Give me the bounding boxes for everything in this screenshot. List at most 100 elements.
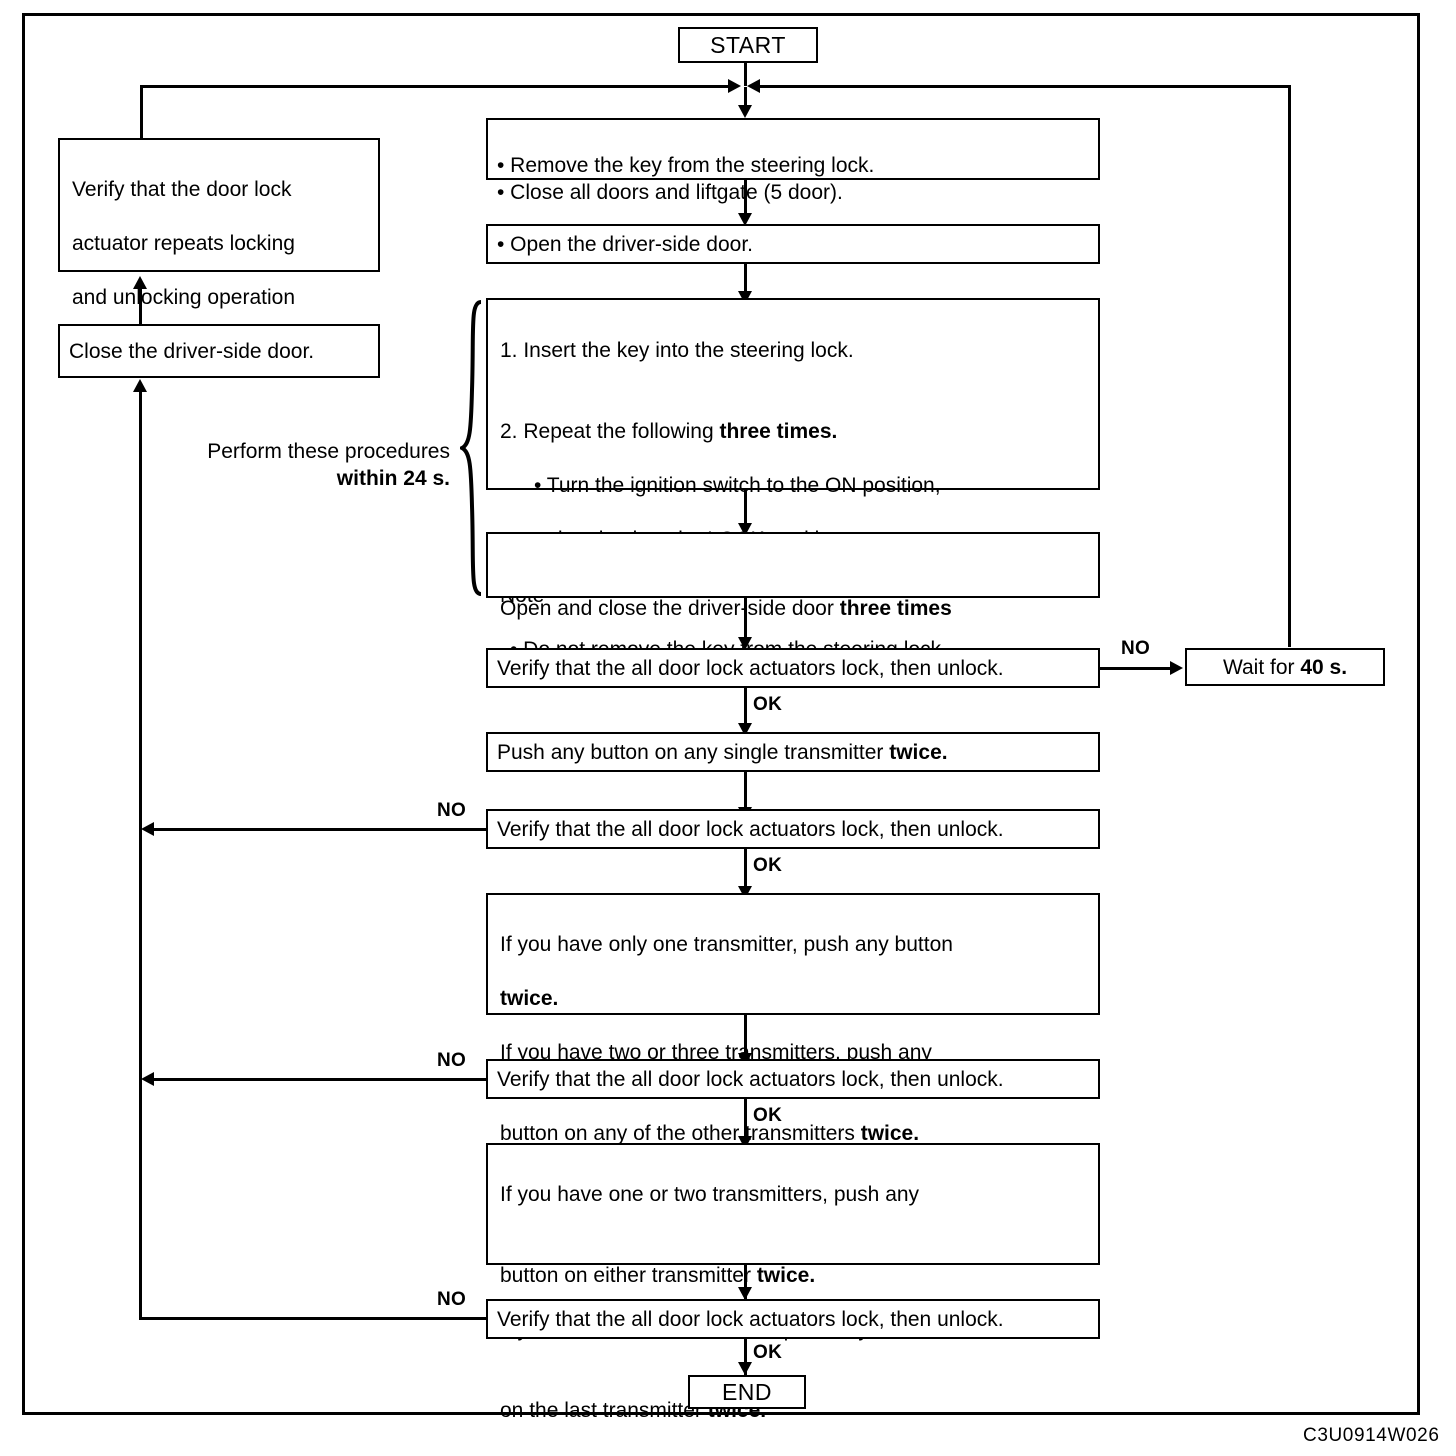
transmitter-2-line-4-text: on the last transmitter <box>500 1399 708 1422</box>
key-sequence-line-2-emphasis: three times. <box>719 420 838 443</box>
node-verify-actuators-1: Verify that the all door lock actuators … <box>486 648 1100 688</box>
edge-verify4-no-to-left-bus <box>139 1317 486 1320</box>
verify-actuators-2-label: Verify that the all door lock actuators … <box>497 817 1004 841</box>
verify-actuators-3-label: Verify that the all door lock actuators … <box>497 1067 1004 1091</box>
edge-return-bus-left-down <box>140 85 143 140</box>
arrowhead-into-verify-repeat <box>133 276 147 289</box>
edge-openclose-to-verify1 <box>744 598 747 644</box>
key-sequence-line-2-text: 2. Repeat the following <box>500 420 720 443</box>
edge-verify1-no-to-wait40 <box>1100 667 1172 670</box>
node-end-label: END <box>721 1378 773 1405</box>
label-ok-1: OK <box>753 694 783 715</box>
edge-verify1-ok-to-push-single <box>744 688 747 730</box>
label-no-4: NO <box>437 1289 467 1310</box>
edge-verify3-ok-to-block2 <box>744 1099 747 1143</box>
wait-40s-text: Wait for <box>1222 655 1301 679</box>
arrowhead-into-open-driver-door <box>738 213 752 226</box>
arrowhead-into-wait40 <box>1170 661 1183 675</box>
transmitter-1-line-4-emphasis: twice. <box>860 1122 920 1145</box>
brace-procedure-group <box>460 300 486 596</box>
edge-start-to-junction <box>744 63 747 86</box>
arrowhead-return-right-into-main <box>747 79 760 93</box>
label-no-1: NO <box>1121 638 1151 659</box>
open-close-line-1: Open and close the driver-side door thre… <box>500 568 1086 622</box>
node-open-close-three-times: Open and close the driver-side door thre… <box>486 532 1100 674</box>
open-close-line-1-emphasis: three times <box>839 597 952 620</box>
edge-close-to-verifyrepeat <box>139 289 142 324</box>
label-ok-2: OK <box>753 855 783 876</box>
transmitter-2-line-2-emphasis: twice. <box>756 1264 816 1287</box>
edge-block1-to-verify3 <box>744 1015 747 1059</box>
verify-actuators-4-label: Verify that the all door lock actuators … <box>497 1307 1004 1331</box>
key-sequence-line-1: 1. Insert the key into the steering lock… <box>500 339 854 362</box>
node-transmitter-instructions-2: If you have one or two transmitters, pus… <box>486 1143 1100 1422</box>
node-start-label: START <box>710 31 786 58</box>
arrowhead-into-verify-4 <box>738 1287 752 1300</box>
edge-left-return-bus <box>139 392 142 1318</box>
label-no-3: NO <box>437 1050 467 1071</box>
edge-pushsingle-to-verify2 <box>744 772 747 814</box>
figure-reference-code: C3U0914W026 <box>1303 1425 1440 1446</box>
node-start: START <box>678 27 818 63</box>
node-open-driver-door: • Open the driver-side door. <box>486 224 1100 264</box>
edge-verify2-ok-to-block1 <box>744 849 747 893</box>
perform-line-2: within 24 s. <box>336 467 450 490</box>
push-single-label: Push any button on any single transmitte… <box>497 739 948 766</box>
open-driver-door-label: • Open the driver-side door. <box>497 232 753 256</box>
verify-repeat-line-1: Verify that the door lock <box>72 178 292 201</box>
push-single-text: Push any button on any single transmitte… <box>497 740 890 764</box>
key-sequence-line-2: 2. Repeat the following three times. <box>500 391 1086 445</box>
verify-actuators-1-label: Verify that the all door lock actuators … <box>497 656 1004 680</box>
edge-verify4-ok-to-end <box>744 1339 747 1375</box>
edge-step2-to-step3 <box>744 264 747 300</box>
edge-return-bus-right <box>760 85 1290 88</box>
key-sequence-line-3: • Turn the ignition switch to the ON pos… <box>534 474 941 497</box>
label-ok-3: OK <box>753 1105 783 1126</box>
node-transmitter-instructions-1: If you have only one transmitter, push a… <box>486 893 1100 1145</box>
diagram-outer-frame <box>22 13 1420 1415</box>
edge-verify3-no-to-left-bus <box>152 1078 486 1081</box>
annotation-perform-within-24s: Perform these procedures within 24 s. <box>150 438 450 492</box>
verify-repeat-line-2: actuator repeats locking <box>72 232 295 255</box>
node-end: END <box>688 1375 806 1409</box>
verify-repeat-line-3: and unlocking operation <box>72 286 296 309</box>
edge-wait40-up-to-bus <box>1288 85 1291 647</box>
transmitter-2-line-2: button on either transmitter twice. <box>500 1235 1086 1289</box>
node-wait-40s: Wait for 40 s. <box>1185 648 1385 686</box>
wait-40s-label: Wait for 40 s. <box>1223 654 1347 681</box>
node-verify-repeat-twice: Verify that the door lock actuator repea… <box>58 138 380 363</box>
transmitter-2-line-1: If you have one or two transmitters, pus… <box>500 1183 920 1206</box>
edge-junction-to-step1 <box>744 87 747 109</box>
transmitter-1-line-2: twice. <box>500 987 559 1010</box>
node-remove-key-close-doors: • Remove the key from the steering lock.… <box>486 118 1100 204</box>
transmitter-1-line-4: button on any of the other transmitters … <box>500 1093 1086 1147</box>
arrowhead-into-verify-1 <box>738 637 752 650</box>
arrowhead-into-end <box>738 1362 752 1375</box>
transmitter-2-line-2-text: button on either transmitter <box>500 1264 757 1287</box>
arrowhead-verify2-no-into-left-bus <box>141 822 154 836</box>
edge-keyseq-to-opencloseseq <box>744 490 747 528</box>
perform-line-1: Perform these procedures <box>207 440 450 463</box>
arrowhead-return-left-into-main <box>728 79 741 93</box>
edge-step1-to-step2 <box>744 180 747 218</box>
transmitter-1-line-1: If you have only one transmitter, push a… <box>500 933 953 956</box>
close-driver-door-label: Close the driver-side door. <box>69 339 315 363</box>
node-verify-actuators-4: Verify that the all door lock actuators … <box>486 1299 1100 1339</box>
node-key-sequence: 1. Insert the key into the steering lock… <box>486 298 1100 661</box>
transmitter-1-line-3: If you have two or three transmitters, p… <box>500 1041 932 1064</box>
edge-return-bus-left <box>140 85 730 88</box>
node-close-driver-door: Close the driver-side door. <box>58 324 380 378</box>
label-ok-4: OK <box>753 1342 783 1363</box>
edge-verify2-no-to-left-bus <box>152 828 486 831</box>
arrowhead-into-close-driver-door <box>133 379 147 392</box>
arrowhead-verify3-no-into-left-bus <box>141 1072 154 1086</box>
remove-key-close-doors-label: • Remove the key from the steering lock.… <box>497 154 875 204</box>
transmitter-1-line-4-text: button on any of the other transmitters <box>500 1122 861 1145</box>
node-verify-actuators-3: Verify that the all door lock actuators … <box>486 1059 1100 1099</box>
push-single-emphasis: twice. <box>889 740 948 764</box>
label-no-2: NO <box>437 800 467 821</box>
arrowhead-into-step1 <box>738 105 752 118</box>
node-verify-actuators-2: Verify that the all door lock actuators … <box>486 809 1100 849</box>
wait-40s-duration: 40 s. <box>1300 655 1348 679</box>
